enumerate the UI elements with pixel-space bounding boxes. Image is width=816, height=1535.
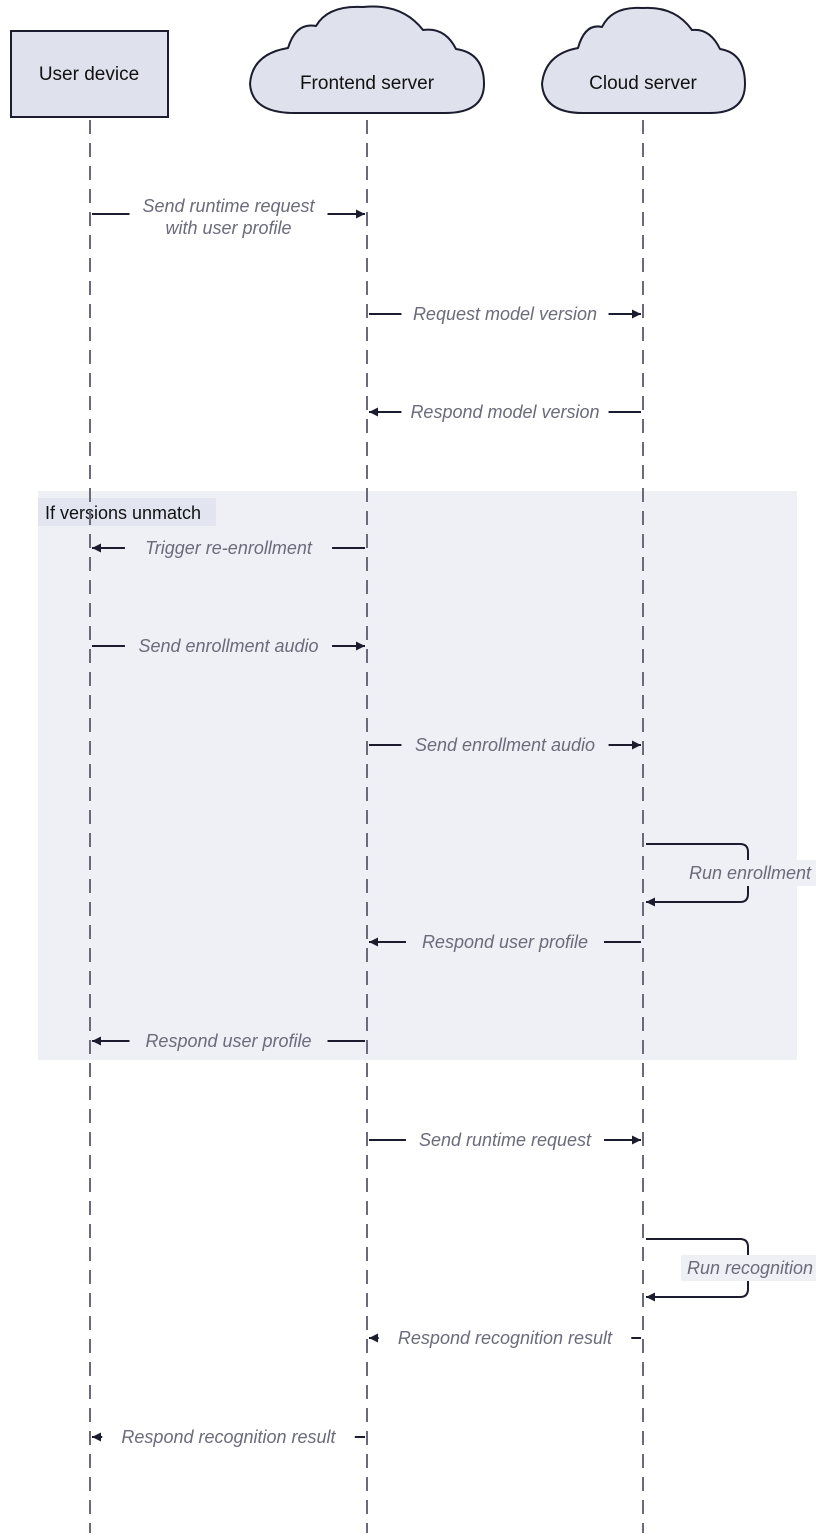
frame-label: If versions unmatch: [45, 503, 201, 523]
message: Send enrollment audio: [92, 636, 365, 656]
message-label: with user profile: [165, 218, 291, 238]
message-label: Respond recognition result: [121, 1427, 336, 1447]
message: Run recognition: [646, 1238, 816, 1302]
lifelines: [89, 120, 644, 1533]
message: Request model version: [369, 304, 641, 324]
message: Respond recognition result: [92, 1427, 365, 1447]
message: Respond user profile: [92, 1031, 365, 1051]
message-label-background: [681, 860, 816, 886]
message: Send runtime request: [369, 1130, 641, 1150]
message-label: Respond model version: [410, 402, 599, 422]
message-label: Respond recognition result: [398, 1328, 613, 1348]
message-label: Send enrollment audio: [415, 735, 595, 755]
participant-user: User device: [10, 30, 169, 118]
message-label: Respond user profile: [422, 932, 588, 952]
message-label: Send runtime request: [419, 1130, 592, 1150]
message-label: Respond user profile: [145, 1031, 311, 1051]
message-label: Request model version: [413, 304, 597, 324]
message: Trigger re-enrollment: [92, 538, 365, 558]
message: Send enrollment audio: [369, 735, 641, 755]
condition-frame: If versions unmatch: [38, 491, 797, 1060]
message: Respond recognition result: [369, 1328, 641, 1348]
message: Respond model version: [369, 402, 641, 422]
message-label: Send runtime request: [142, 196, 315, 216]
participant-box: [10, 30, 169, 118]
message-label: Run recognition: [687, 1258, 813, 1278]
participant-label: Frontend server: [300, 73, 435, 94]
message: Run enrollment: [646, 843, 816, 907]
participant-cloud-shape: [541, 6, 746, 114]
participant-label: User device: [39, 64, 139, 85]
message-label: Trigger re-enrollment: [145, 538, 313, 558]
participant-cloud-shape: [249, 5, 485, 114]
message-label: Send enrollment audio: [138, 636, 318, 656]
message-label-background: [681, 1255, 816, 1281]
message: Respond user profile: [369, 932, 641, 952]
participant-label: Cloud server: [589, 73, 697, 94]
participant-frontend: Frontend server: [249, 5, 485, 114]
participant-cloud: Cloud server: [541, 6, 746, 114]
frame-label-background: [38, 498, 216, 526]
message-label: Run enrollment: [689, 863, 812, 883]
